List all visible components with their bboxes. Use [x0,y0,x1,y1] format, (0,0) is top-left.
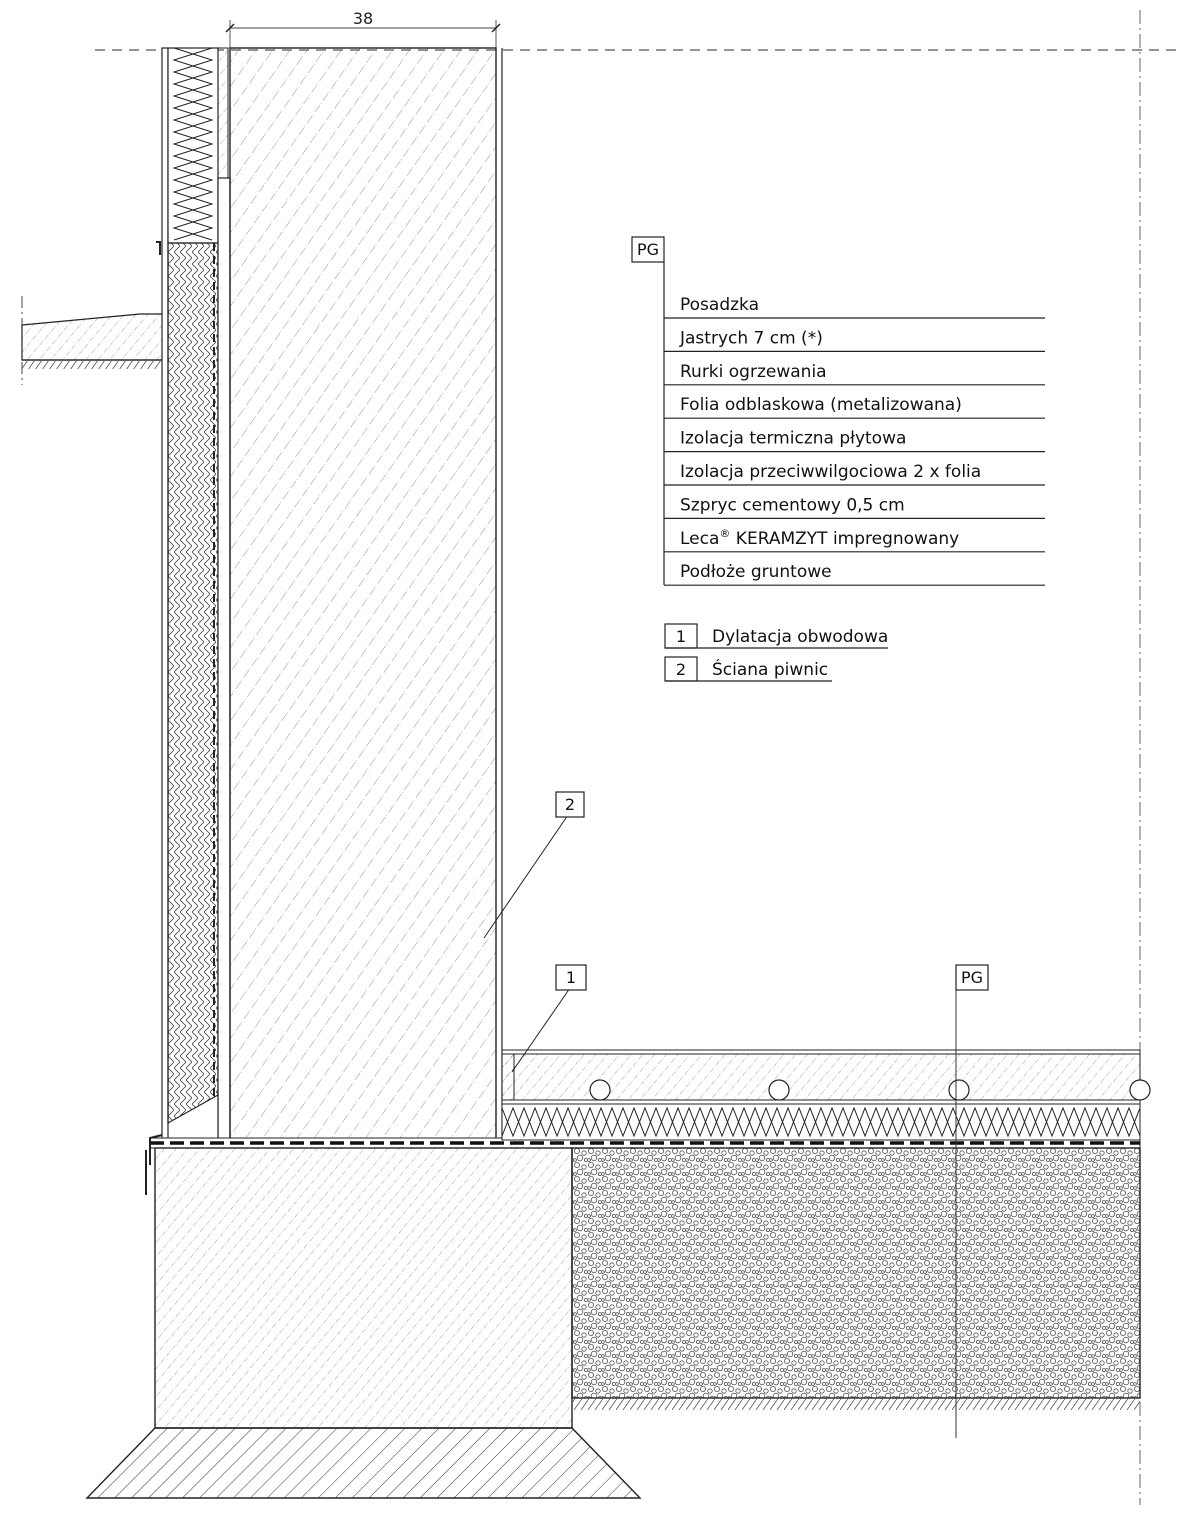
legend-1-label: Dylatacja obwodowa [712,627,888,647]
basement-wall [229,47,497,1141]
callout-2-label: 2 [565,795,575,814]
legend-1-num: 1 [676,627,686,646]
callout-pg: PG [955,964,989,991]
heating-pipe [589,1079,611,1101]
lean-concrete-base [85,1427,642,1499]
callout-pg-label: PG [961,968,983,987]
floor-layer-label: Posadzka [680,295,759,315]
floor-layer-label: Folia odblaskowa (metalizowana) [680,395,962,415]
dimension-value: 38 [353,9,373,28]
heating-pipe [768,1079,790,1101]
exterior-ground [21,296,164,385]
footing [154,1147,573,1429]
floor-layer-label: Szpryc cementowy 0,5 cm [680,495,905,515]
subsoil [572,1398,1140,1410]
legend-2-num: 2 [676,660,686,679]
floor-layer-label: Jastrych 7 cm (*) [679,328,823,348]
floor-layer-label: Izolacja przeciwwilgociowa 2 x folia [680,462,981,482]
external-insulation [156,47,231,1144]
floor-layer-label: Podłoże gruntowe [680,562,832,582]
callout-1-label: 1 [566,968,576,987]
floor-build-up [501,1049,1151,1141]
keramzit-fill [571,1147,1141,1399]
wall-width-dimension: 38 [225,9,501,50]
heating-pipe [1129,1079,1151,1101]
heating-pipe [948,1079,970,1101]
callout-2: 2 [483,791,585,939]
floor-layer-label: Leca® KERAMZYT impregnowany [680,527,959,549]
section-tag: PG [637,240,659,259]
legend: 1 Dylatacja obwodowa 2 Ściana piwnic [664,623,888,682]
legend-2-label: Ściana piwnic [712,658,828,680]
floor-layer-label: Izolacja termiczna płytowa [680,429,906,449]
callout-1: 1 [511,964,587,1073]
floor-layer-label: Rurki ogrzewania [680,362,827,382]
